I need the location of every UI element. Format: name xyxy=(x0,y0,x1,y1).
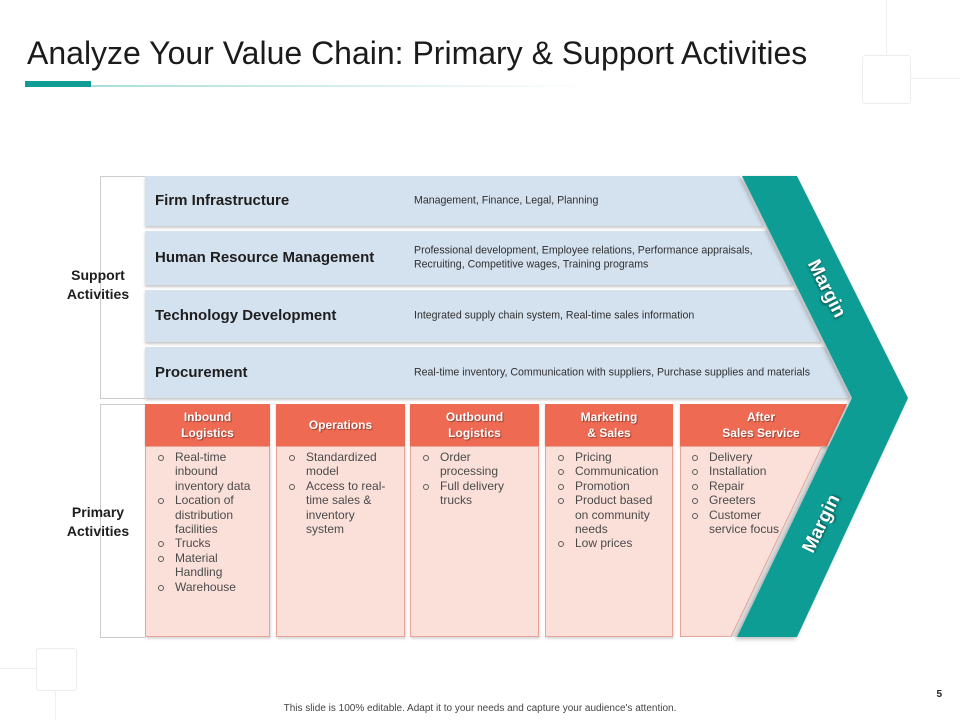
support-activity-name: Firm Infrastructure xyxy=(155,192,290,209)
after-sales-body-bg xyxy=(680,446,823,637)
bullet-item: Customer service focus xyxy=(680,508,797,537)
bullet-item: Greeters xyxy=(680,493,797,507)
primary-body-outbound-logistics: Order processing Full delivery trucks xyxy=(410,446,539,637)
support-activity-name: Procurement xyxy=(155,363,248,381)
slide-title: Analyze Your Value Chain: Primary & Supp… xyxy=(27,35,808,71)
bullet-item: Access to real-time sales & inventory sy… xyxy=(277,479,394,537)
primary-header-after-sales-service: After Sales Service xyxy=(680,404,842,446)
after-sales-header-bg xyxy=(680,404,847,446)
bullet-item: Low prices xyxy=(546,536,663,550)
bullet-item: Full delivery trucks xyxy=(411,479,528,508)
decorative-line xyxy=(910,78,960,79)
primary-activity-title: Marketing & Sales xyxy=(580,410,638,440)
primary-header-inbound-logistics: Inbound Logistics xyxy=(145,404,270,446)
bullet-item: Standardized model xyxy=(277,450,394,479)
support-row-human-resource-management: Human Resource Management Professional d… xyxy=(145,231,845,285)
margin-shadow-strip xyxy=(731,446,830,637)
support-bracket xyxy=(100,176,145,399)
bullet-item: Warehouse xyxy=(146,580,263,594)
support-activity-description: Professional development, Employee relat… xyxy=(414,244,753,271)
support-row-bg-technology-development xyxy=(145,290,822,342)
support-row-bg-procurement xyxy=(145,347,850,398)
support-activity-name: Technology Development xyxy=(155,307,337,324)
support-row-bg-firm-infrastructure xyxy=(145,176,764,226)
support-row-technology-development: Technology Development Integrated supply… xyxy=(145,290,845,342)
bullet-list: Order processing Full delivery trucks xyxy=(411,450,528,508)
decorative-line xyxy=(55,690,56,720)
bullet-item: Installation xyxy=(680,464,797,478)
primary-activities-label: Primary Activities xyxy=(66,504,130,539)
bullet-item: Promotion xyxy=(546,479,663,493)
bullet-item: Trucks xyxy=(146,536,263,550)
bullet-item: Repair xyxy=(680,479,797,493)
primary-body-operations: Standardized model Access to real-time s… xyxy=(276,446,405,637)
bullet-item: Delivery xyxy=(680,450,797,464)
title-accent-bar xyxy=(25,81,91,87)
decorative-square xyxy=(36,648,77,691)
decorative-square xyxy=(862,55,911,104)
primary-header-outbound-logistics: Outbound Logistics xyxy=(410,404,539,446)
support-activity-name: Human Resource Management xyxy=(155,249,375,266)
bullet-item: Pricing xyxy=(546,450,663,464)
support-row-bg-human-resource-management xyxy=(145,231,794,285)
bullet-item: Location of distribution facilities xyxy=(146,493,263,536)
title-underline xyxy=(91,85,591,87)
support-row-procurement: Procurement Real-time inventory, Communi… xyxy=(145,347,845,398)
decorative-line xyxy=(886,0,887,55)
primary-activity-title: Outbound Logistics xyxy=(445,410,504,440)
bullet-item: Material Handling xyxy=(146,551,263,580)
bullet-item: Product based on community needs xyxy=(546,493,663,536)
bullet-item: Communication xyxy=(546,464,663,478)
primary-header-operations: Operations xyxy=(276,404,405,446)
bullet-list: Pricing Communication Promotion Product … xyxy=(546,450,663,551)
support-activity-description: Management, Finance, Legal, Planning xyxy=(414,194,599,207)
decorative-line xyxy=(0,668,36,669)
bullet-item: Order processing xyxy=(411,450,528,479)
primary-activity-title: After Sales Service xyxy=(722,410,800,440)
primary-activity-title: Inbound Logistics xyxy=(181,410,234,440)
page-number: 5 xyxy=(936,689,942,700)
support-activity-description: Real-time inventory, Communication with … xyxy=(414,366,811,379)
margin-chevron xyxy=(737,176,908,637)
support-activities-label: Support Activities xyxy=(66,267,130,302)
slide-footer-note: This slide is 100% editable. Adapt it to… xyxy=(283,703,677,714)
primary-bracket xyxy=(100,404,145,638)
bullet-list: Delivery Installation Repair Greeters Cu… xyxy=(680,450,797,536)
support-row-firm-infrastructure: Firm Infrastructure Management, Finance,… xyxy=(145,176,845,226)
primary-body-inbound-logistics: Real-time inbound inventory data Locatio… xyxy=(145,446,270,637)
primary-header-marketing-sales: Marketing & Sales xyxy=(545,404,673,446)
bullet-list: Real-time inbound inventory data Locatio… xyxy=(146,450,263,594)
bullet-list: Standardized model Access to real-time s… xyxy=(277,450,394,536)
support-activity-description: Integrated supply chain system, Real-tim… xyxy=(414,309,695,322)
primary-body-marketing-sales: Pricing Communication Promotion Product … xyxy=(545,446,673,637)
bullet-item: Real-time inbound inventory data xyxy=(146,450,263,493)
primary-activity-title: Operations xyxy=(308,418,373,432)
primary-body-after-sales-service: Delivery Installation Repair Greeters Cu… xyxy=(680,446,800,637)
